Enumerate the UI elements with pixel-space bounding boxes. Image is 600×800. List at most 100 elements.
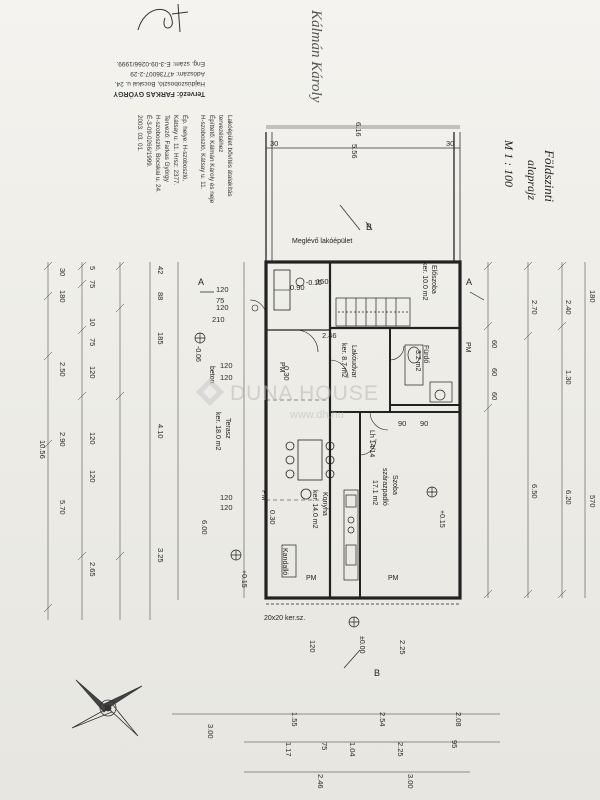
dim-left-a: 180 <box>58 290 67 303</box>
north-arrow-icon <box>71 679 143 737</box>
watermark-brand: DUNA HOUSE <box>230 382 379 405</box>
dim-left-a: 2.50 <box>58 362 67 377</box>
note-line: H-szoboszló, Bocskai u. 24. <box>154 115 161 193</box>
dim-left-c: 42 <box>156 266 165 274</box>
room-area-terrace: ker. 18.0 m2 <box>214 412 221 451</box>
dim-inner: 2.46 <box>322 331 337 340</box>
dim-left-b: 75 <box>88 280 97 288</box>
dim-right-small: 60 <box>490 368 499 376</box>
dim-right-mid: 1.30 <box>564 370 573 385</box>
pm-label: PM <box>306 575 317 582</box>
dim-top-overall: 6.16 <box>354 122 363 137</box>
dim-left-d: 120 <box>220 493 233 502</box>
watermark-logo-icon <box>195 377 225 407</box>
room-area-living: ker. 8.7 m2 <box>340 343 347 378</box>
dim-right-inner: 2.70 <box>530 300 539 315</box>
drawing-title-1: Földszinti <box>542 149 557 202</box>
terrace-furniture <box>285 439 335 500</box>
dim-right-inner: 6.50 <box>530 484 539 499</box>
level-marker: +0.15 <box>426 486 445 528</box>
level-markers: -0.06 +0.15 ±0.00 +0.15 -0.15 PM PM PM P… <box>194 277 471 654</box>
note-line: Lakóépület bővítés átalakítás <box>226 115 233 197</box>
watermark: DUNA HOUSE www.dh.hu <box>195 377 379 421</box>
note-line: 2003. 03. 01. <box>136 115 143 152</box>
note-line: Ép. helye: H-szoboszló, <box>181 115 190 181</box>
pm-label: PM <box>464 342 471 353</box>
dim-bottom-2: 95 <box>450 740 459 748</box>
dim-left-d: 75 <box>216 296 224 305</box>
dim-left-c: 3.25 <box>156 548 165 563</box>
level-value: +0.15 <box>240 570 247 588</box>
dim-inner: 2.25 <box>398 640 407 655</box>
dim-inner: 0.30 <box>268 510 277 525</box>
building-walls <box>264 260 462 605</box>
pm-label: PM <box>278 362 285 373</box>
door-swings <box>249 299 405 456</box>
project-notes: Lakóépület bővítés átalakítás tervezéséh… <box>136 115 233 204</box>
section-a-marker: A <box>198 277 204 287</box>
designer-stamp: Tervező: FARKAS GYÖRGY Hajdúszoboszló, B… <box>113 60 205 99</box>
room-area-kitchen: ker. 14.0 m2 <box>311 490 318 529</box>
dim-inner: 90 <box>398 419 406 428</box>
dim-bottom-2: 2.25 <box>396 742 405 757</box>
kerb-label: 20x20 ker.sz. <box>264 615 305 622</box>
note-line: É-3-09-0266/1999. <box>145 115 154 168</box>
dim-left-d: 120 <box>220 361 233 370</box>
dim-left-c: 185 <box>156 332 165 345</box>
kitchen-fixtures <box>281 489 359 581</box>
grill-label: Kandalló <box>281 548 288 575</box>
note-line: Kátsay u. 11. Hrsz: 2377. <box>172 115 179 185</box>
dim-left-b: 120 <box>88 470 97 483</box>
stair-label: Lh 14/14 <box>368 430 375 457</box>
dim-right-outer: 570 <box>588 495 597 508</box>
room-labels: Előszoba ker. 10.0 m2 Lakóudvar ker. 8.7… <box>214 262 437 529</box>
room-area-bath: 3.2 m2 <box>414 350 421 372</box>
dim-left-d: 120 <box>216 303 229 312</box>
dim-inner: 150 <box>316 277 329 286</box>
dim-bottom-2: 1.17 <box>284 742 293 757</box>
dim-right-small: 60 <box>490 340 499 348</box>
dim-left-b: 2.65 <box>88 562 97 577</box>
existing-building: Meglévő lakóépület <box>265 127 461 262</box>
level-marker: -0.15 <box>295 277 322 287</box>
dim-bottom-2: 1.04 <box>348 742 357 757</box>
room-area-hall: ker. 10.0 m2 <box>421 262 428 301</box>
dimension-lines <box>43 125 586 773</box>
dim-inner: 90 <box>420 419 428 428</box>
note-line: Tervező: Farkas György <box>163 115 170 183</box>
dim-left-b: 75 <box>88 338 97 346</box>
dim-left-d: 120 <box>216 285 229 294</box>
dim-right-mid: 6.20 <box>564 490 573 505</box>
dim-left-b: 120 <box>88 432 97 445</box>
dim-left-b: 10 <box>88 318 97 326</box>
level-marker: -0.06 <box>194 332 206 362</box>
drawing-scale: M 1 : 100 <box>502 139 516 187</box>
dim-left-b: 5 <box>88 266 97 270</box>
watermark-url: www.dh.hu <box>289 409 344 421</box>
dim-right-outer: 180 <box>588 290 597 303</box>
level-marker: ±0.00 <box>348 616 365 654</box>
dim-left-a: 2.90 <box>58 432 67 447</box>
dim-inner: 6.00 <box>200 520 209 535</box>
dim-right-mid: 2.40 <box>564 300 573 315</box>
dim-left-a: 30 <box>58 268 67 276</box>
beton-label: beton <box>208 366 215 384</box>
signature-text: Kálmán Károly <box>308 9 324 103</box>
room-area-bedroom: 17.1 m2 <box>371 480 378 505</box>
dim-bottom-1: 1.55 <box>290 712 299 727</box>
room-label-terrace: Terasz <box>224 418 231 439</box>
section-b-marker: B <box>374 668 380 678</box>
dim-bottom-1: 2.54 <box>378 712 387 727</box>
section-markers: A A B B <box>198 222 485 678</box>
room-label-bedroom: Szoba <box>391 475 398 495</box>
level-value: +0.15 <box>438 510 445 528</box>
dim-inner: 0.30 <box>282 366 291 381</box>
signature-area: Kálmán Károly <box>137 3 324 103</box>
level-value: -0.06 <box>194 346 201 362</box>
stamp-line-3: Adószám: 47736007-2-29 <box>130 70 205 77</box>
dim-left-outer: 10.56 <box>38 440 47 459</box>
dim-left-a: 5.70 <box>58 500 67 515</box>
dim-top-sub: 30 <box>270 139 278 148</box>
dim-top-sub: 30 <box>446 139 454 148</box>
